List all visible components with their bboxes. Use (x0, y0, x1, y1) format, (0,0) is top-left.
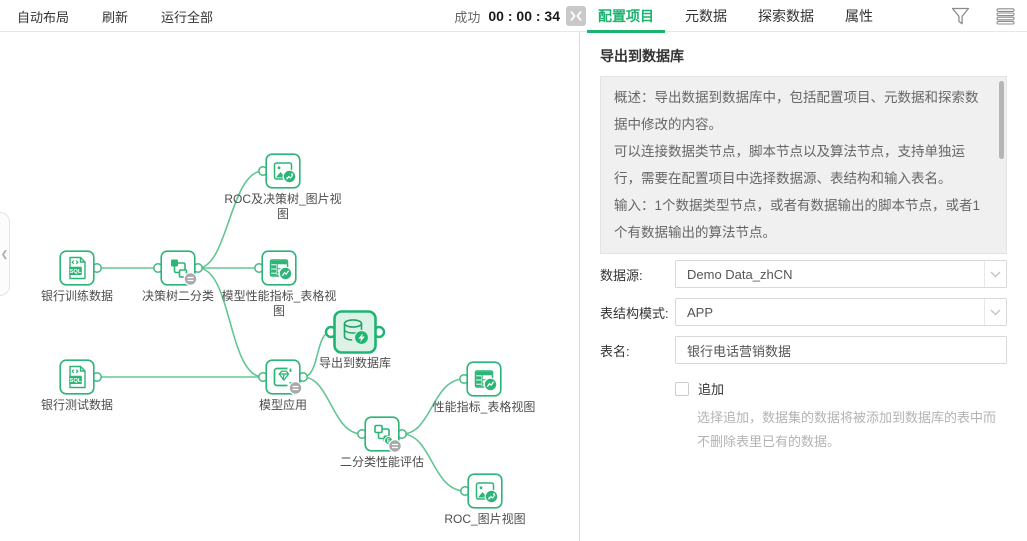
node-description-box: 概述：导出数据到数据库中，包括配置项目、元数据和探索数据中修改的内容。 可以连接… (600, 76, 1007, 254)
config-form: 数据源: Demo Data_zhCN 表结构模式: APP (600, 260, 1007, 454)
edge (197, 170, 264, 269)
node-roc-image-view[interactable]: ROC_图片视图 (444, 473, 526, 526)
svg-text:SQL: SQL (70, 269, 82, 275)
auto-layout-button[interactable]: 自动布局 (17, 9, 70, 25)
node-label: 银行训练数据 (40, 289, 113, 303)
run-timer: 00 : 00 : 34 (488, 8, 560, 24)
run-status-label: 成功 (454, 9, 481, 25)
table-name-label: 表名: (600, 343, 630, 359)
node-model-metrics-table-view[interactable]: 模型性能指标_表格视图 (222, 250, 336, 318)
node-label: ROC及决策树_图片视图 (224, 192, 342, 221)
panel-title: 导出到数据库 (600, 48, 684, 64)
chevron-down-icon[interactable] (984, 261, 1006, 287)
node-bank-test-data[interactable]: SQL 银行测试数据 (41, 359, 113, 412)
model-apply-icon (265, 359, 303, 395)
chart-overlay-badge (484, 489, 499, 504)
description-paragraph: 输入：1个数据类型节点，或者有数据输出的脚本节点，或者1个有数据输出的算法节点。 (614, 198, 981, 240)
node-bank-train-data[interactable]: SQL 银行训练数据 (41, 250, 113, 303)
tab-config-project[interactable]: 配置项目 (587, 0, 665, 33)
sidebar-expand-handle[interactable]: ❮ (0, 212, 10, 296)
node-model-apply[interactable]: 模型应用 (259, 359, 307, 412)
tab-properties[interactable]: 属性 (845, 8, 873, 24)
datasource-label: 数据源: (600, 267, 643, 283)
image-view-icon (265, 153, 301, 189)
status-badge (288, 381, 303, 395)
datasource-value: Demo Data_zhCN (687, 266, 793, 282)
chart-overlay-badge (483, 377, 498, 392)
top-bar: 自动布局 刷新 运行全部 成功 00 : 00 : 34 配置项目 元数据 探索… (0, 0, 1027, 33)
config-panel: 导出到数据库 概述：导出数据到数据库中，包括配置项目、元数据和探索数据中修改的内… (581, 32, 1027, 541)
binary-evaluate-icon: E (364, 416, 402, 453)
decision-tree-icon (160, 250, 198, 286)
table-name-input[interactable] (675, 336, 1007, 364)
sql-file-icon: SQL (59, 250, 95, 286)
chevron-down-icon[interactable] (984, 299, 1006, 325)
node-label: ROC_图片视图 (444, 512, 526, 526)
table-name-row: 表名: (600, 336, 1007, 364)
datasource-select[interactable]: Demo Data_zhCN (675, 260, 1007, 288)
node-label: 模型应用 (258, 398, 307, 412)
append-option-row: 追加 (675, 379, 1007, 398)
refresh-button[interactable]: 刷新 (102, 9, 129, 25)
run-status: 成功 00 : 00 : 34 (454, 0, 560, 32)
scrollbar-thumb[interactable] (999, 81, 1004, 159)
database-export-icon (333, 310, 377, 354)
run-overlay-badge (353, 329, 370, 346)
node-label: 性能指标_表格视图 (432, 400, 536, 414)
status-badge (388, 439, 402, 453)
tab-explore-data[interactable]: 探索数据 (758, 8, 814, 24)
node-label: 导出到数据库 (318, 356, 391, 370)
node-roc-tree-image-view[interactable]: ROC及决策树_图片视图 (224, 153, 342, 221)
description-paragraph: 概述：导出数据到数据库中，包括配置项目、元数据和探索数据中修改的内容。 (614, 90, 979, 132)
datasource-row: 数据源: Demo Data_zhCN (600, 260, 1007, 288)
node-decision-tree[interactable]: 决策树二分类 (142, 250, 214, 303)
tab-metadata[interactable]: 元数据 (685, 8, 727, 24)
run-all-button[interactable]: 运行全部 (161, 9, 214, 25)
svg-text:E: E (387, 438, 391, 444)
chart-overlay-badge (282, 169, 297, 184)
chart-overlay-badge (278, 266, 293, 281)
description-paragraph: 可以连接数据类节点，脚本节点以及算法节点，支持单独运行，需要在配置项目中选择数据… (614, 144, 965, 186)
list-lines-icon[interactable] (996, 7, 1015, 25)
append-checkbox[interactable] (675, 381, 689, 396)
node-binary-evaluate[interactable]: E 二分类性能评估 (340, 416, 424, 469)
collapse-arrows-icon (570, 10, 582, 22)
table-view-icon (466, 361, 502, 397)
node-label: 模型性能指标_表格视图 (221, 289, 337, 318)
topbar-icons (951, 0, 1015, 32)
image-view-icon (467, 473, 503, 509)
node-metrics-table-view[interactable]: 性能指标_表格视图 (433, 361, 535, 414)
node-export-to-database[interactable]: 导出到数据库 (319, 310, 391, 370)
status-badge (183, 272, 198, 286)
filter-icon[interactable] (951, 7, 970, 26)
workflow-canvas[interactable]: ❮ (0, 32, 580, 541)
node-label: 银行测试数据 (40, 398, 113, 412)
append-checkbox-label: 追加 (698, 382, 725, 397)
canvas-toolbar: 自动布局 刷新 运行全部 (17, 0, 213, 32)
edge (197, 267, 264, 378)
panel-tabs: 配置项目 元数据 探索数据 属性 (587, 0, 873, 33)
schema-label: 表结构模式: (600, 305, 669, 321)
append-help-text: 选择追加，数据集的数据将被添加到数据库的表中而不删除表里已有的数据。 (697, 410, 997, 449)
edge (401, 378, 465, 435)
schema-value: APP (687, 304, 714, 320)
node-label: 决策树二分类 (141, 289, 214, 303)
schema-select[interactable]: APP (675, 298, 1007, 326)
edges-layer (92, 166, 470, 496)
edge (302, 376, 363, 435)
panel-collapse-button[interactable] (566, 6, 586, 26)
schema-row: 表结构模式: APP (600, 298, 1007, 326)
node-label: 二分类性能评估 (339, 455, 424, 469)
edge (401, 433, 466, 492)
svg-text:SQL: SQL (70, 378, 82, 384)
table-view-icon (261, 250, 297, 286)
sql-file-icon: SQL (59, 359, 95, 395)
